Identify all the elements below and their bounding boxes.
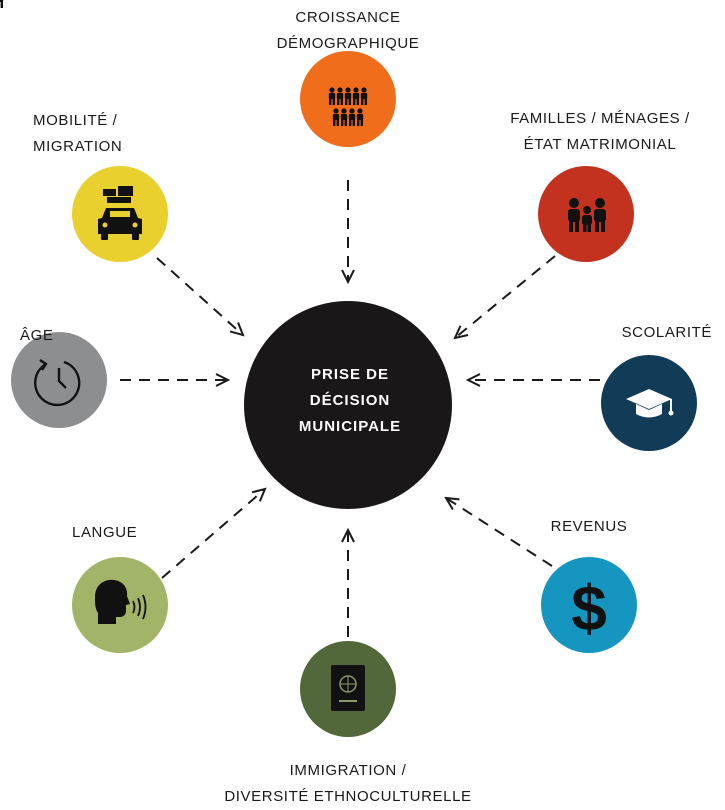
arrow-langue [161,489,265,579]
label-mobilite: MOBILITÉ / MIGRATION [33,112,123,155]
arrow-revenus [446,498,553,567]
label-age: ÂGE [20,327,54,344]
node-langue [72,557,168,653]
node-immigration [300,641,396,737]
node-scolarite [601,355,697,451]
arrow-familles [455,255,556,338]
speaking-head-icon [95,579,147,624]
clock-icon [34,359,81,407]
label-familles: FAMILLES / MÉNAGES / ÉTAT MATRIMONIAL [510,110,690,153]
center-label: PRISE DE DÉCISION MUNICIPALE [298,366,402,435]
family-icon [568,198,606,232]
center-circle [244,301,452,509]
loaded-car-icon [98,186,142,240]
node-croissance [0,0,396,147]
node-familles [538,166,634,262]
dollar-icon: $ [571,572,607,644]
label-scolarite: SCOLARITÉ [621,324,712,341]
arrow-mobilite [156,257,243,335]
label-langue: LANGUE [72,524,138,541]
people-group-icon [0,0,368,126]
node-revenus: $ [541,557,637,653]
label-revenus: REVENUS [550,518,628,535]
label-immigration: IMMIGRATION / DIVERSITÉ ETHNOCULTURELLE [224,762,472,805]
passport-icon [331,665,365,711]
node-age [11,332,107,428]
label-croissance: CROISSANCE DÉMOGRAPHIQUE [276,9,420,52]
graduation-cap-icon [626,389,674,418]
node-mobilite [72,166,168,262]
